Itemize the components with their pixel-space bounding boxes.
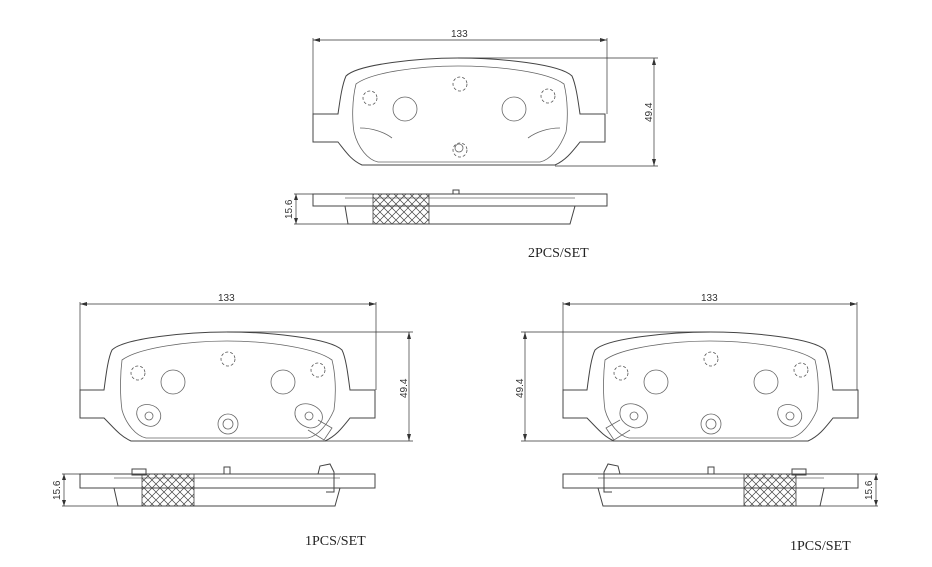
- bottom-left-height-dimension: 49.4: [227, 331, 413, 442]
- bottom-left-height-label: 49.4: [399, 378, 410, 398]
- top-pad-side-view: 15.6: [284, 189, 608, 225]
- bottom-right-width-label: 133: [701, 293, 718, 304]
- bottom-right-pad-front-view: [562, 331, 859, 442]
- top-width-label: 133: [451, 29, 468, 40]
- bottom-left-pad-side-view: 15.6: [52, 463, 376, 507]
- top-thickness-label: 15.6: [284, 199, 295, 219]
- bottom-left-width-label: 133: [218, 293, 235, 304]
- bottom-right-height-label: 49.4: [515, 378, 526, 398]
- top-height-label: 49.4: [644, 102, 655, 122]
- bottom-right-width-dimension: 133: [562, 293, 858, 390]
- bottom-left-pad-front-view: [79, 331, 376, 442]
- bottom-right-height-dimension: 49.4: [515, 331, 710, 442]
- bottom-left-set-label: 1PCS/SET: [305, 534, 366, 549]
- bottom-right-pad-side-view: 15.6: [562, 463, 878, 507]
- bottom-left-width-dimension: 133: [79, 293, 377, 390]
- bottom-left-thickness-label: 15.6: [52, 480, 63, 500]
- top-set-label: 2PCS/SET: [528, 246, 589, 261]
- bottom-right-thickness-label: 15.6: [864, 480, 875, 500]
- top-height-dimension: 49.4: [458, 57, 658, 167]
- top-pad-front-view: [312, 57, 606, 166]
- top-width-dimension: 133: [312, 29, 608, 114]
- bottom-right-set-label: 1PCS/SET: [790, 539, 851, 554]
